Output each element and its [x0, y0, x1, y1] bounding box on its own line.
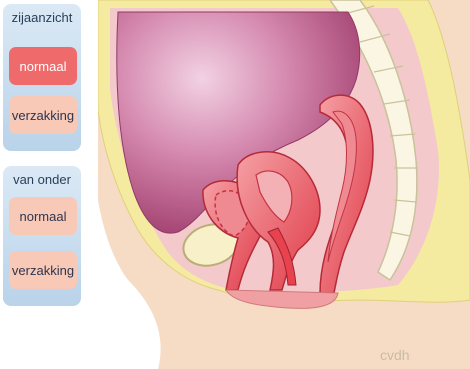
bottom-view-normal-button[interactable]: normaal: [9, 197, 77, 235]
side-view-title: zijaanzicht: [3, 4, 81, 25]
bottom-view-prolapse-button[interactable]: verzakking: [9, 251, 77, 289]
bottom-view-title: van onder: [3, 166, 81, 187]
side-view-normal-button[interactable]: normaal: [9, 47, 77, 85]
side-view-panel: zijaanzicht normaal verzakking: [3, 4, 81, 151]
bottom-view-panel: van onder normaal verzakking: [3, 166, 81, 306]
pelvis-side-view-illustration: [98, 0, 470, 369]
watermark-text: cvdh: [380, 347, 410, 363]
side-view-prolapse-button[interactable]: verzakking: [9, 96, 77, 134]
